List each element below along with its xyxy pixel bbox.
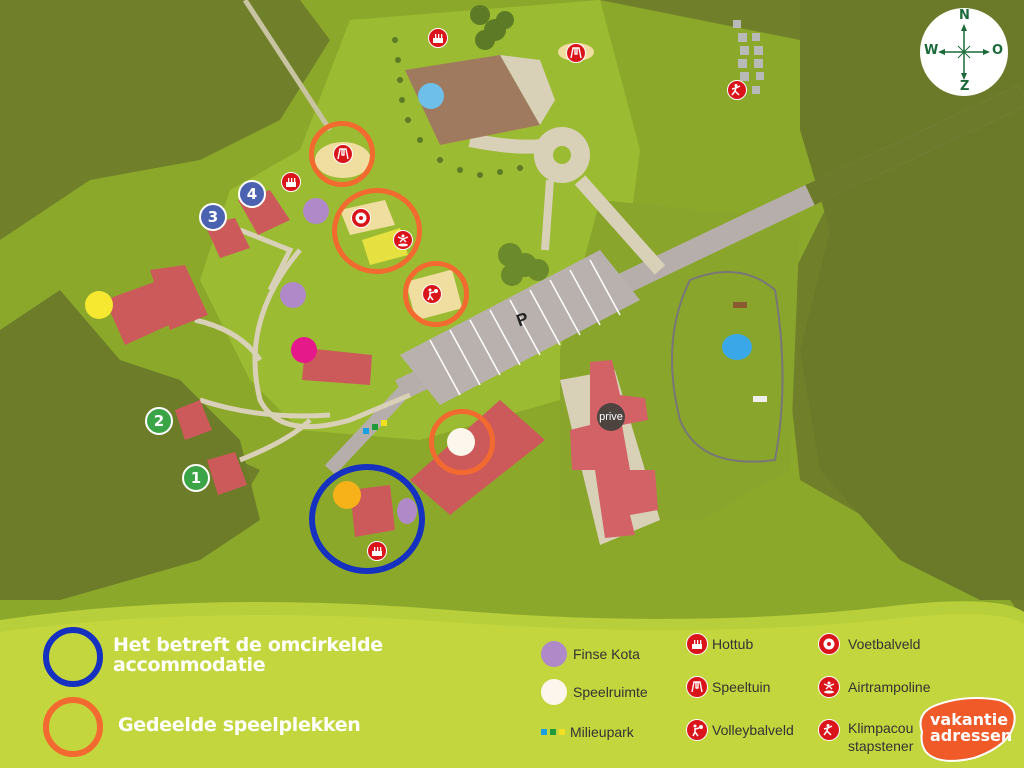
hottub-icon [686, 633, 708, 655]
legend-airtrampoline: Airtrampoline [818, 676, 930, 698]
legend-speeltuin: Speeltuin [686, 676, 770, 698]
trampoline-icon[interactable] [393, 230, 413, 250]
cottage-number-4[interactable]: 4 [238, 180, 266, 208]
building-pink [302, 348, 372, 385]
shared-play-ring[interactable] [403, 261, 469, 327]
vakantie-adressen-logo[interactable] [914, 694, 1020, 764]
yellow-marker[interactable] [85, 291, 113, 319]
trampoline-icon [818, 676, 840, 698]
climbing-icon[interactable] [727, 80, 747, 100]
finse-kota-marker[interactable] [303, 198, 329, 224]
hottub-icon[interactable] [281, 172, 301, 192]
volleyball-icon [686, 719, 708, 741]
legend-voetbalveld: Voetbalveld [818, 633, 920, 655]
swing-icon[interactable] [333, 144, 353, 164]
recycle-squares-icon [541, 729, 565, 735]
private-label: prive [597, 403, 625, 431]
hottub-icon[interactable] [428, 28, 448, 48]
compass-rose-icon [938, 24, 990, 80]
logo-text: vakantie adressen [930, 710, 1013, 745]
legend-klimpacours: Klimpacou stapstener [818, 719, 913, 755]
cottage-number-3[interactable]: 3 [199, 203, 227, 231]
purple-dot-icon [541, 641, 567, 667]
compass: N W O Z [920, 8, 1008, 96]
paddock-fence [671, 271, 784, 463]
shared-play-ring[interactable] [309, 121, 375, 187]
finse-kota-marker[interactable] [280, 282, 306, 308]
legend-finse-kota: Finse Kota [541, 641, 640, 667]
legend-orange-ring-icon [43, 697, 103, 757]
shared-play-ring[interactable] [332, 188, 422, 274]
shared-play-ring[interactable] [429, 409, 495, 475]
cottage-number-2[interactable]: 2 [145, 407, 173, 435]
compass-west: W [924, 43, 939, 58]
magenta-marker[interactable] [291, 337, 317, 363]
cottage-1 [207, 452, 247, 495]
legend-speelruimte: Speelruimte [541, 679, 648, 705]
compass-east: O [992, 43, 1004, 58]
highlighted-accommodation-ring[interactable] [309, 464, 425, 574]
cottage-2 [175, 400, 212, 440]
legend-volleybalveld: Volleybalveld [686, 719, 794, 741]
legend-highlight-line1: Het betreft de omcirkelde [113, 634, 383, 656]
swing-icon [686, 676, 708, 698]
football-icon [818, 633, 840, 655]
compass-north: N [959, 8, 970, 23]
volleyball-icon[interactable] [422, 284, 442, 304]
legend-highlight-line2: accommodatie [113, 654, 266, 676]
legend-blue-ring-icon [43, 627, 103, 687]
cream-dot-icon [541, 679, 567, 705]
football-icon[interactable] [351, 208, 371, 228]
legend-hottub: Hottub [686, 633, 753, 655]
climbing-icon [818, 719, 840, 741]
compass-south: Z [960, 79, 970, 94]
private-building [570, 360, 658, 538]
cottage-number-1[interactable]: 1 [182, 464, 210, 492]
swing-icon[interactable] [566, 43, 586, 63]
hottub-icon[interactable] [367, 541, 387, 561]
legend-milieupark: Milieupark [541, 724, 634, 740]
legend-shared-label: Gedeelde speelplekken [118, 714, 361, 736]
main-lodge [405, 55, 540, 145]
